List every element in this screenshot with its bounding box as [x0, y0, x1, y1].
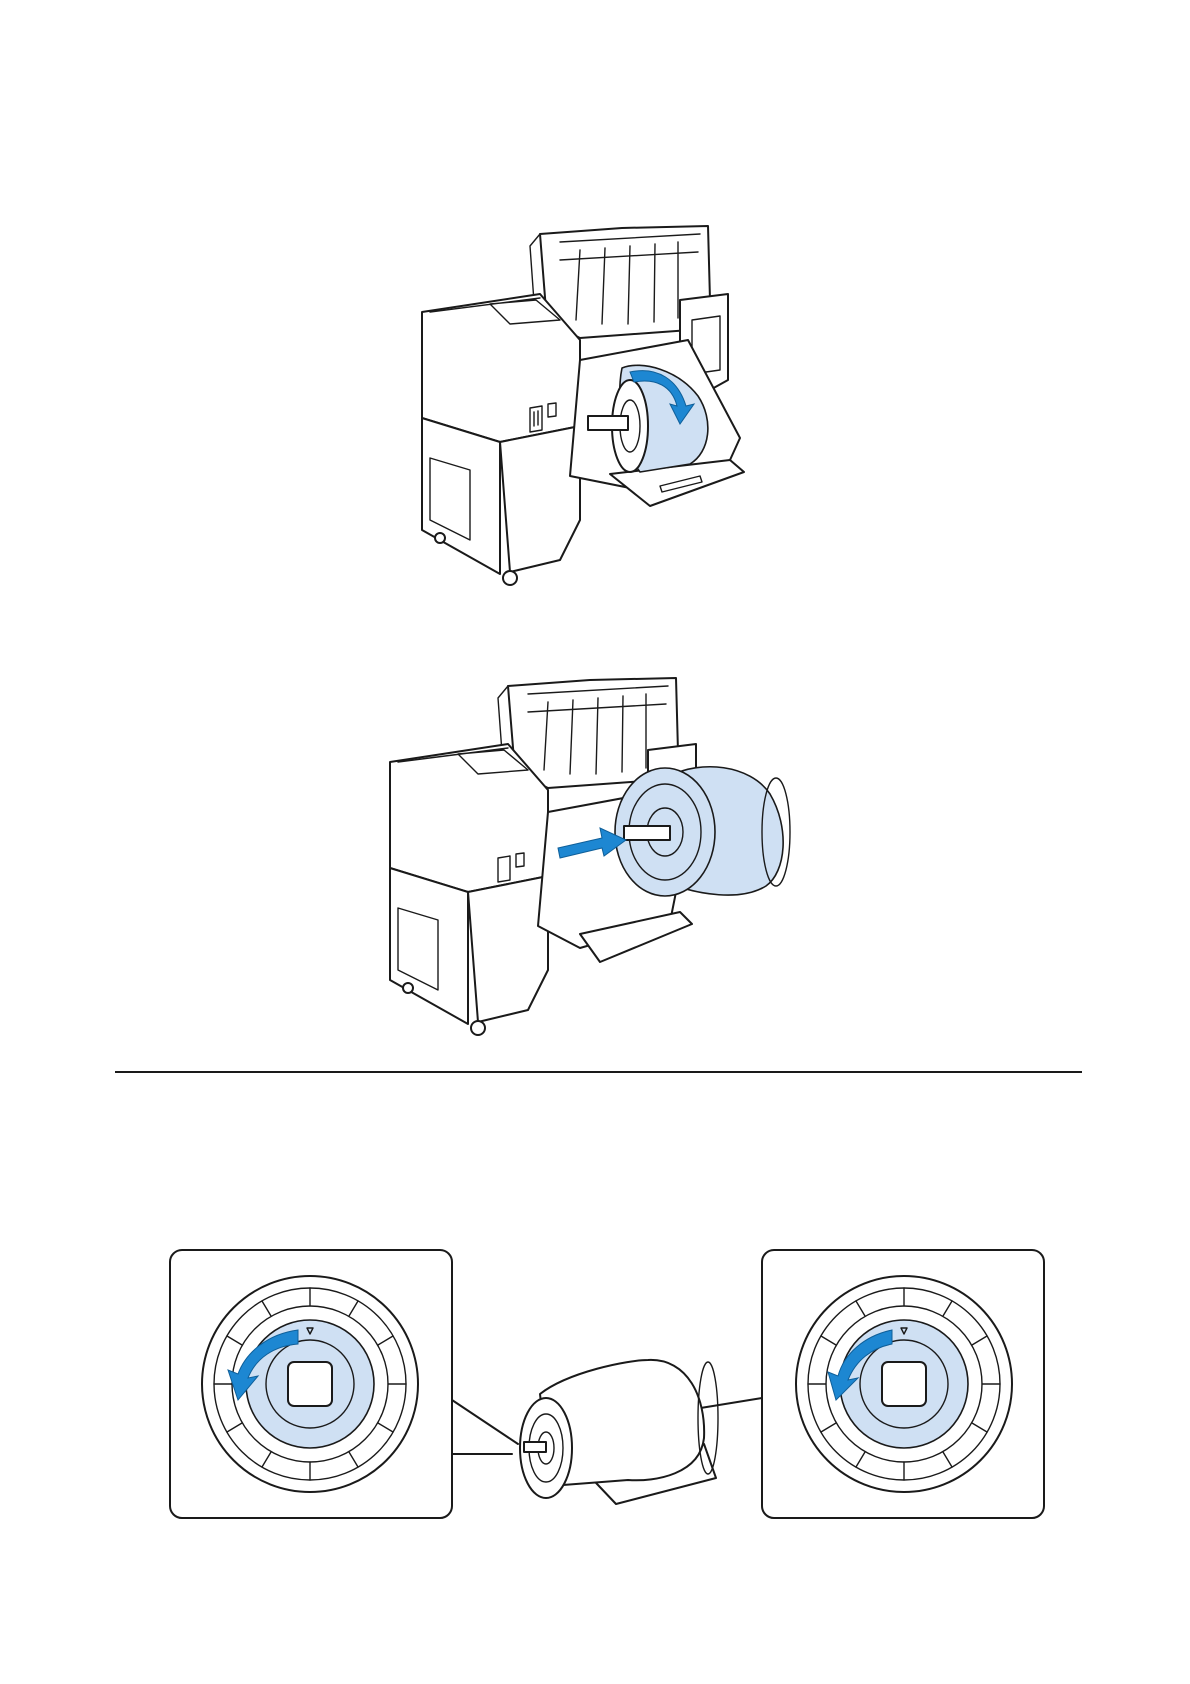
flange-detail-right [796, 1276, 1012, 1492]
roll-spindle-flange-detail-illustration [168, 1248, 1048, 1520]
printer-roll-rotate-illustration [410, 220, 790, 590]
printer-roll-insert-illustration [380, 672, 820, 1042]
flange-detail-left [202, 1276, 418, 1492]
section-divider [115, 1071, 1082, 1073]
